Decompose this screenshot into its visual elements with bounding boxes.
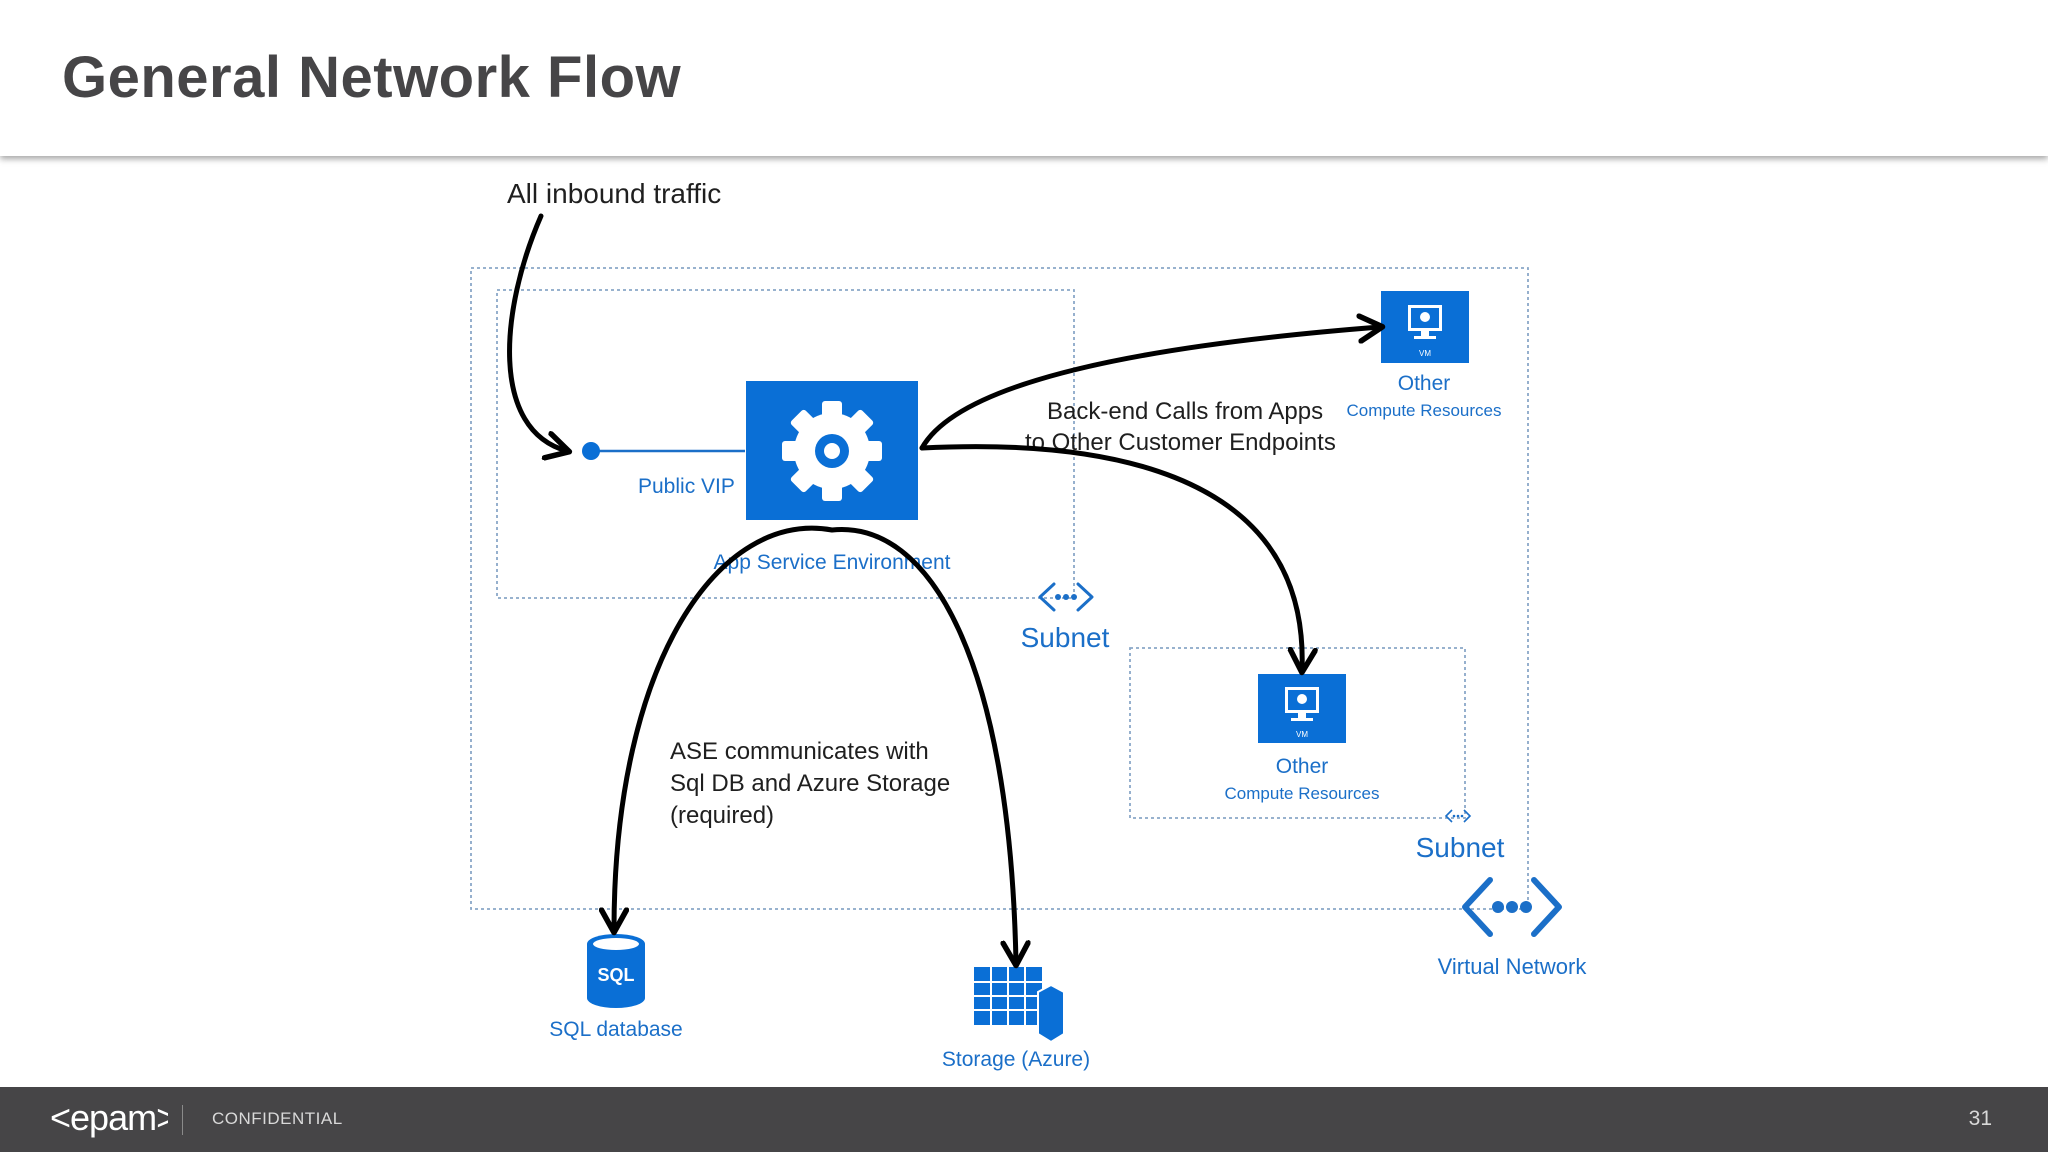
other-compute-mid-line2: Compute Resources bbox=[1225, 784, 1380, 803]
ase-communicates-line2: Sql DB and Azure Storage bbox=[670, 770, 950, 797]
virtual-network-icon bbox=[1462, 877, 1562, 937]
database-icon bbox=[587, 934, 645, 1008]
public-vip-label: Public VIP bbox=[638, 475, 735, 498]
sql-database-label: SQL database bbox=[549, 1018, 683, 1041]
vm-badge-top: VM bbox=[1419, 349, 1431, 358]
other-compute-top-line1: Other bbox=[1398, 372, 1451, 395]
slide-footer: <epam> CONFIDENTIAL 31 bbox=[0, 1087, 2048, 1152]
gear-icon bbox=[782, 401, 882, 501]
storage-label: Storage (Azure) bbox=[942, 1048, 1090, 1071]
sql-badge: SQL bbox=[597, 965, 634, 985]
virtual-network-label: Virtual Network bbox=[1438, 954, 1588, 979]
other-compute-top-line2: Compute Resources bbox=[1347, 401, 1502, 420]
footer-divider bbox=[182, 1105, 183, 1135]
svg-text:<epam>: <epam> bbox=[50, 1097, 168, 1138]
inbound-traffic-arrow bbox=[507, 213, 567, 451]
vm-icon bbox=[1408, 305, 1442, 339]
storage-icon bbox=[974, 967, 1065, 1044]
ase-to-storage-arrow bbox=[829, 527, 1016, 963]
ase-subnet-boundary bbox=[496, 289, 1075, 599]
slide-title: General Network Flow bbox=[62, 45, 682, 110]
epam-logo: <epam> bbox=[50, 1097, 168, 1138]
ase-communicates-line1: ASE communicates with bbox=[670, 738, 929, 765]
subnet-ase-label: Subnet bbox=[1021, 622, 1110, 653]
subnet-icon bbox=[1038, 582, 1094, 612]
subnet-icon bbox=[1444, 809, 1472, 823]
page-number: 31 bbox=[1968, 1107, 1992, 1130]
vm-icon bbox=[1285, 687, 1319, 721]
compute-subnet-boundary bbox=[1129, 647, 1466, 819]
vm-badge-mid: VM bbox=[1296, 730, 1308, 739]
slide-header: General Network Flow bbox=[0, 0, 2048, 156]
backend-calls-line1: Back-end Calls from Apps bbox=[1047, 398, 1323, 425]
app-service-environment-label: App Service Environment bbox=[714, 551, 951, 574]
ase-to-sql-arrow bbox=[614, 525, 835, 930]
backend-arrow-to-top-compute bbox=[919, 327, 1380, 451]
confidential-label: CONFIDENTIAL bbox=[212, 1109, 343, 1128]
virtual-network-boundary bbox=[470, 267, 1529, 910]
public-vip-dot bbox=[582, 442, 600, 460]
network-flow-diagram: Public VIP App Service Environment Subne… bbox=[470, 178, 1588, 1071]
backend-arrow-to-mid-compute bbox=[919, 444, 1302, 670]
subnet-compute-label: Subnet bbox=[1416, 832, 1505, 863]
other-compute-mid-line1: Other bbox=[1276, 755, 1329, 778]
ase-communicates-line3: (required) bbox=[670, 802, 774, 829]
inbound-traffic-label: All inbound traffic bbox=[507, 178, 721, 209]
